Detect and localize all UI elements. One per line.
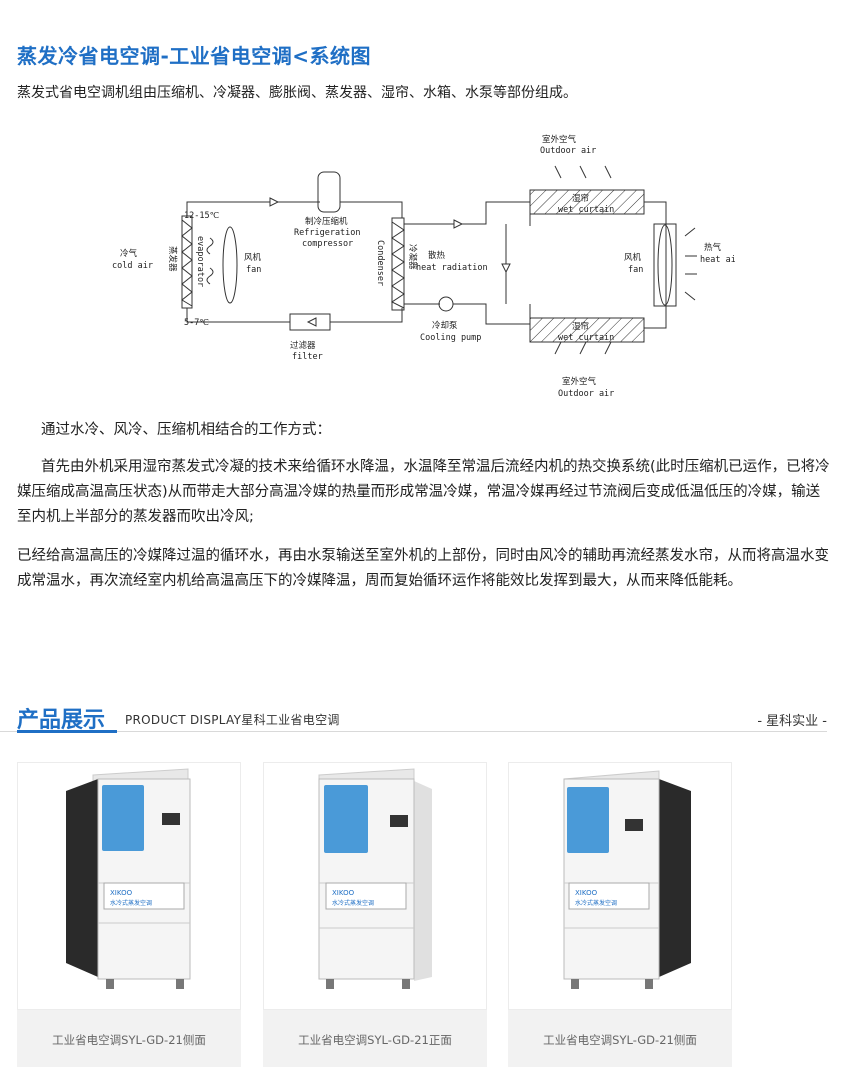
condenser-en: Condenser [375, 240, 385, 286]
wet-curtain-bottom-cn: 湿帘 [572, 321, 589, 332]
fan-right-en: fan [628, 265, 643, 275]
product-image[interactable]: XIKOO 水冷式蒸发空调 [508, 762, 732, 1010]
cold-air-en: cold air [112, 261, 153, 271]
paragraph-3: 已经给高温高压的冷媒降过温的循环水，再由水泵输送至室外机的上部份，同时由风冷的辅… [17, 548, 829, 589]
product-image[interactable]: XIKOO 水冷式蒸发空调 [17, 762, 241, 1010]
paragraph-2: 首先由外机采用湿帘蒸发式冷凝的技术来给循环水降温，水温降至常温后流经内机的热交换… [17, 459, 830, 525]
outdoor-air-bottom-cn: 室外空气 [562, 376, 597, 387]
product-caption[interactable]: 工业省电空调SYL-GD-21正面 [298, 1033, 452, 1047]
section-divider [0, 731, 827, 732]
compressor-en1: Refrigeration [294, 228, 361, 238]
fan-left-en: fan [246, 265, 261, 275]
product-card[interactable]: XIKOO 水冷式蒸发空调 工业省电空调SYL-GD-21侧面 [17, 762, 241, 1067]
section-accent-bar [17, 730, 117, 733]
system-diagram: 室外空气 Outdoor air 湿帘 wet curtain 湿帘 wet c… [112, 134, 735, 399]
product-brand: XIKOO [332, 889, 355, 897]
evaporator-cn: 蒸发器 [167, 246, 178, 272]
intro-text: 蒸发式省电空调机组由压缩机、冷凝器、膨胀阀、蒸发器、湿帘、水箱、水泵等部份组成。 [17, 85, 577, 101]
product-image[interactable]: XIKOO 水冷式蒸发空调 [263, 762, 487, 1010]
heat-rad-en: heat radiation [416, 263, 488, 273]
product-card[interactable]: XIKOO 水冷式蒸发空调 工业省电空调SYL-GD-21正面 [263, 762, 487, 1067]
outdoor-air-top-en: Outdoor air [540, 146, 596, 156]
section-subtitle: PRODUCT DISPLAY星科工业省电空调 [125, 713, 340, 727]
wet-curtain-bottom [529, 317, 645, 343]
heat-rad-cn: 散热 [428, 250, 446, 261]
fan-left-cn: 风机 [244, 252, 262, 263]
condenser-coil [391, 217, 405, 311]
evaporator-en: evaporator [195, 236, 205, 287]
temp-low: 5-7℃ [184, 318, 209, 328]
product-brand: XIKOO [575, 889, 598, 897]
wet-curtain-bottom-en: wet curtain [558, 333, 614, 343]
outdoor-air-top-cn: 室外空气 [542, 134, 577, 145]
wet-curtain-top-en: wet curtain [558, 205, 614, 215]
pump-circle [438, 296, 454, 312]
section-title: 产品展示 [17, 708, 106, 733]
wet-curtain-top [529, 189, 645, 215]
fan-right-cn: 风机 [624, 252, 642, 263]
hot-air-cn: 热气 [704, 242, 722, 253]
product-label: 水冷式蒸发空调 [110, 899, 152, 907]
compressor-en2: compressor [302, 239, 353, 249]
temp-high: 12-15℃ [184, 211, 220, 221]
condenser-cn: 冷凝器 [407, 244, 418, 270]
product-label: 水冷式蒸发空调 [575, 899, 617, 907]
product-section-header: 产品展示 PRODUCT DISPLAY星科工业省电空调 - 星科实业 - [17, 702, 827, 733]
filter-box [289, 313, 331, 331]
page-title: 蒸发冷省电空调-工业省电空调<系统图 [17, 44, 372, 68]
product-label: 水冷式蒸发空调 [332, 899, 374, 907]
cold-air-cn: 冷气 [120, 248, 138, 259]
pump-en: Cooling pump [420, 333, 481, 343]
wet-curtain-top-cn: 湿帘 [572, 193, 589, 204]
pump-cn: 冷却泵 [432, 320, 458, 331]
hot-air-en: heat air [700, 255, 735, 265]
product-card[interactable]: XIKOO 水冷式蒸发空调 工业省电空调SYL-GD-21侧面 [508, 762, 732, 1067]
compressor-body [317, 171, 341, 213]
product-brand: XIKOO [110, 889, 133, 897]
section-right-label: - 星科实业 - [757, 714, 827, 729]
product-caption[interactable]: 工业省电空调SYL-GD-21侧面 [52, 1033, 206, 1047]
product-caption[interactable]: 工业省电空调SYL-GD-21侧面 [543, 1033, 697, 1047]
filter-cn: 过滤器 [290, 340, 316, 351]
compressor-cn: 制冷压缩机 [305, 216, 348, 227]
filter-en: filter [292, 352, 323, 362]
paragraph-1: 通过水冷、风冷、压缩机相结合的工作方式： [41, 422, 331, 438]
outdoor-air-bottom-en: Outdoor air [558, 389, 614, 399]
